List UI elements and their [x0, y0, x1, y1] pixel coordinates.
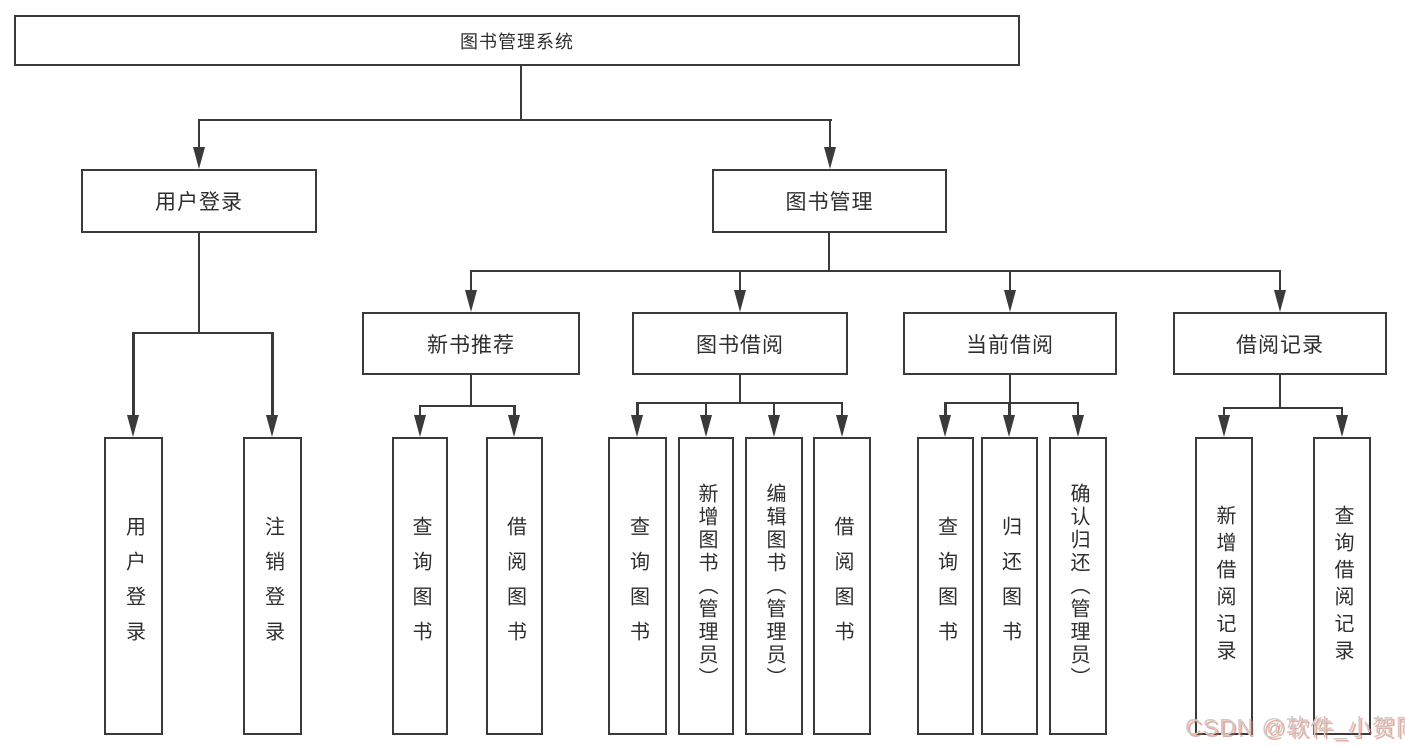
down-arrowhead	[1273, 290, 1286, 312]
node-book-mgmt: 图书管理	[712, 169, 947, 233]
connector-current-borrow-trunk	[1008, 375, 1012, 404]
connector-book-mgmt-trunk	[827, 233, 831, 272]
down-arrowhead	[631, 415, 643, 437]
leaf-cb-confirm-return: 确认归还（管理员）	[1049, 437, 1107, 735]
connector-book-borrow-trunk	[738, 375, 742, 404]
leaf-br-add-record: 新增借阅记录	[1195, 437, 1253, 735]
connector-level3-bar	[469, 269, 1282, 273]
node-book-borrow: 图书借阅	[632, 312, 848, 375]
connector-stem-login	[132, 331, 135, 416]
leaf-cb-return-books: 归还图书	[981, 437, 1038, 735]
connector-new-books-trunk	[469, 375, 473, 407]
down-arrowhead	[266, 415, 278, 437]
leaf-bb-query-books: 查询图书	[608, 437, 667, 735]
down-arrowhead	[767, 415, 780, 437]
connector-stem	[1008, 401, 1011, 416]
down-arrowhead	[699, 415, 712, 437]
leaf-bb-edit-books: 编辑图书（管理员）	[745, 437, 803, 735]
leaf-nb-query-books: 查询图书	[392, 437, 448, 735]
down-arrowhead	[939, 415, 951, 437]
down-arrowhead	[508, 415, 520, 437]
leaf-cb-query-books: 查询图书	[917, 437, 974, 735]
down-arrowhead	[413, 415, 426, 437]
connector-borrow-records-bar	[1222, 406, 1344, 410]
connector-stem	[636, 401, 639, 416]
connector-stem-book-mgmt	[828, 118, 832, 149]
connector-stem	[1076, 401, 1080, 416]
node-user-login: 用户登录	[81, 169, 317, 233]
connector-stem-borrow-records	[1278, 269, 1282, 291]
leaf-logout: 注销登录	[243, 437, 302, 735]
connector-stem	[513, 404, 516, 416]
down-arrowhead	[1003, 290, 1016, 312]
down-arrowhead	[1071, 415, 1084, 437]
leaf-bb-borrow-books: 借阅图书	[813, 437, 871, 735]
down-arrowhead	[823, 147, 836, 169]
connector-borrow-records-trunk	[1278, 375, 1282, 409]
connector-stem-current-borrow	[1008, 269, 1012, 291]
down-arrowhead	[1335, 415, 1348, 437]
csdn-watermark: CSDN @软件_小贺同学	[1185, 714, 1405, 740]
node-current-borrow: 当前借阅	[903, 312, 1117, 375]
connector-stem	[418, 404, 422, 416]
connector-root-trunk	[519, 66, 523, 120]
leaf-user-login: 用户登录	[104, 437, 163, 735]
down-arrowhead	[733, 290, 746, 312]
leaf-nb-borrow-books: 借阅图书	[486, 437, 543, 735]
down-arrowhead	[192, 147, 205, 169]
connector-stem	[704, 401, 708, 416]
connector-stem	[840, 401, 844, 416]
connector-new-books-bar	[418, 404, 516, 408]
connector-stem	[1222, 406, 1226, 416]
leaf-bb-add-books: 新增图书（管理员）	[678, 437, 734, 735]
connector-stem-user-login	[197, 118, 201, 149]
down-arrowhead	[835, 415, 848, 437]
connector-stem	[1340, 406, 1344, 416]
connector-book-borrow-bar	[636, 401, 844, 405]
connector-stem-book-borrow	[738, 269, 742, 291]
connector-current-borrow-bar	[944, 401, 1080, 405]
connector-user-login-bar	[132, 331, 274, 335]
connector-stem-new-books	[469, 269, 473, 291]
connector-stem	[944, 401, 947, 416]
down-arrowhead	[1217, 415, 1230, 437]
node-new-books: 新书推荐	[362, 312, 580, 375]
down-arrowhead	[464, 290, 477, 312]
connector-level2-bar	[197, 118, 833, 122]
connector-stem	[772, 401, 776, 416]
down-arrowhead	[1003, 415, 1015, 437]
connector-user-login-trunk	[197, 233, 201, 334]
down-arrowhead	[127, 415, 139, 437]
connector-stem-logout	[271, 331, 274, 416]
node-library-system: 图书管理系统	[14, 15, 1020, 66]
node-borrow-records: 借阅记录	[1173, 312, 1387, 375]
leaf-br-query-record: 查询借阅记录	[1313, 437, 1371, 735]
